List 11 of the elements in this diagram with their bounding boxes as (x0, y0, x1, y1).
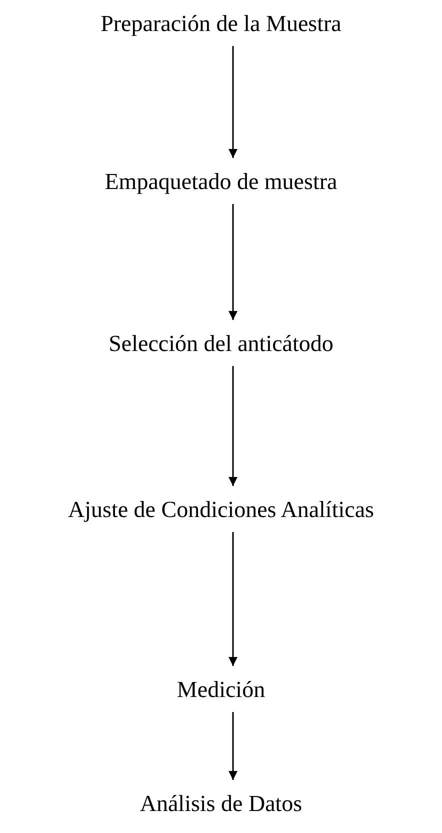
arrow (228, 712, 238, 780)
step-label: Empaquetado de muestra (104, 168, 338, 196)
arrow (228, 46, 238, 158)
step-label: Análisis de Datos (140, 790, 302, 818)
arrow (228, 366, 238, 486)
arrow (228, 532, 238, 666)
step-label: Selección del anticátodo (108, 330, 334, 358)
step-label: Preparación de la Muestra (100, 10, 342, 38)
step-label: Ajuste de Condiciones Analíticas (68, 496, 374, 524)
step-label: Medición (176, 676, 266, 704)
arrow (228, 204, 238, 320)
